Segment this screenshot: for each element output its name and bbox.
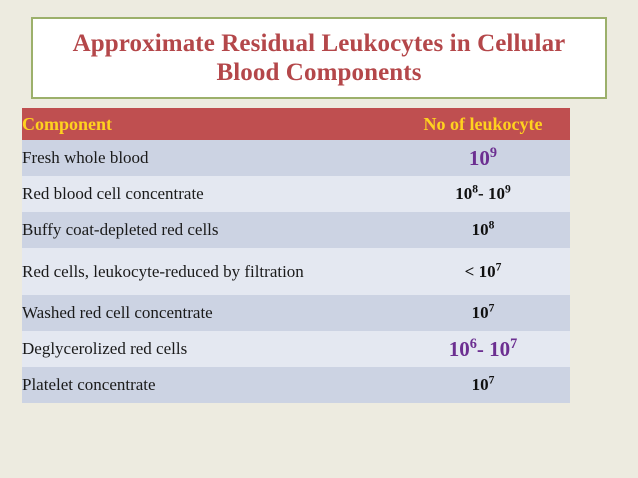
table-row: Red cells, leukocyte-reduced by filtrati…: [22, 248, 570, 295]
page-title: Approximate Residual Leukocytes in Cellu…: [72, 30, 566, 86]
cell-component-name: Red blood cell concentrate: [22, 176, 396, 212]
cell-leukocyte-value: < 107: [396, 248, 570, 295]
cell-component-name: Platelet concentrate: [22, 367, 396, 403]
table-header: Component No of leukocyte: [22, 108, 570, 140]
column-header-component: Component: [22, 108, 396, 140]
cell-leukocyte-value: 107: [396, 367, 570, 403]
cell-component-name: Deglycerolized red cells: [22, 331, 396, 367]
cell-component-name: Buffy coat-depleted red cells: [22, 212, 396, 248]
column-header-leukocyte-count: No of leukocyte: [396, 108, 570, 140]
cell-component-name: Fresh whole blood: [22, 140, 396, 176]
cell-component-name: Washed red cell concentrate: [22, 295, 396, 331]
cell-leukocyte-value: 108: [396, 212, 570, 248]
cell-leukocyte-value: 109: [396, 140, 570, 176]
title-box: Approximate Residual Leukocytes in Cellu…: [31, 17, 607, 99]
cell-leukocyte-value: 108- 109: [396, 176, 570, 212]
leukocyte-table: Component No of leukocyte Fresh whole bl…: [22, 108, 570, 403]
table-header-row: Component No of leukocyte: [22, 108, 570, 140]
cell-leukocyte-value: 106- 107: [396, 331, 570, 367]
cell-component-name: Red cells, leukocyte-reduced by filtrati…: [22, 248, 396, 295]
cell-leukocyte-value: 107: [396, 295, 570, 331]
